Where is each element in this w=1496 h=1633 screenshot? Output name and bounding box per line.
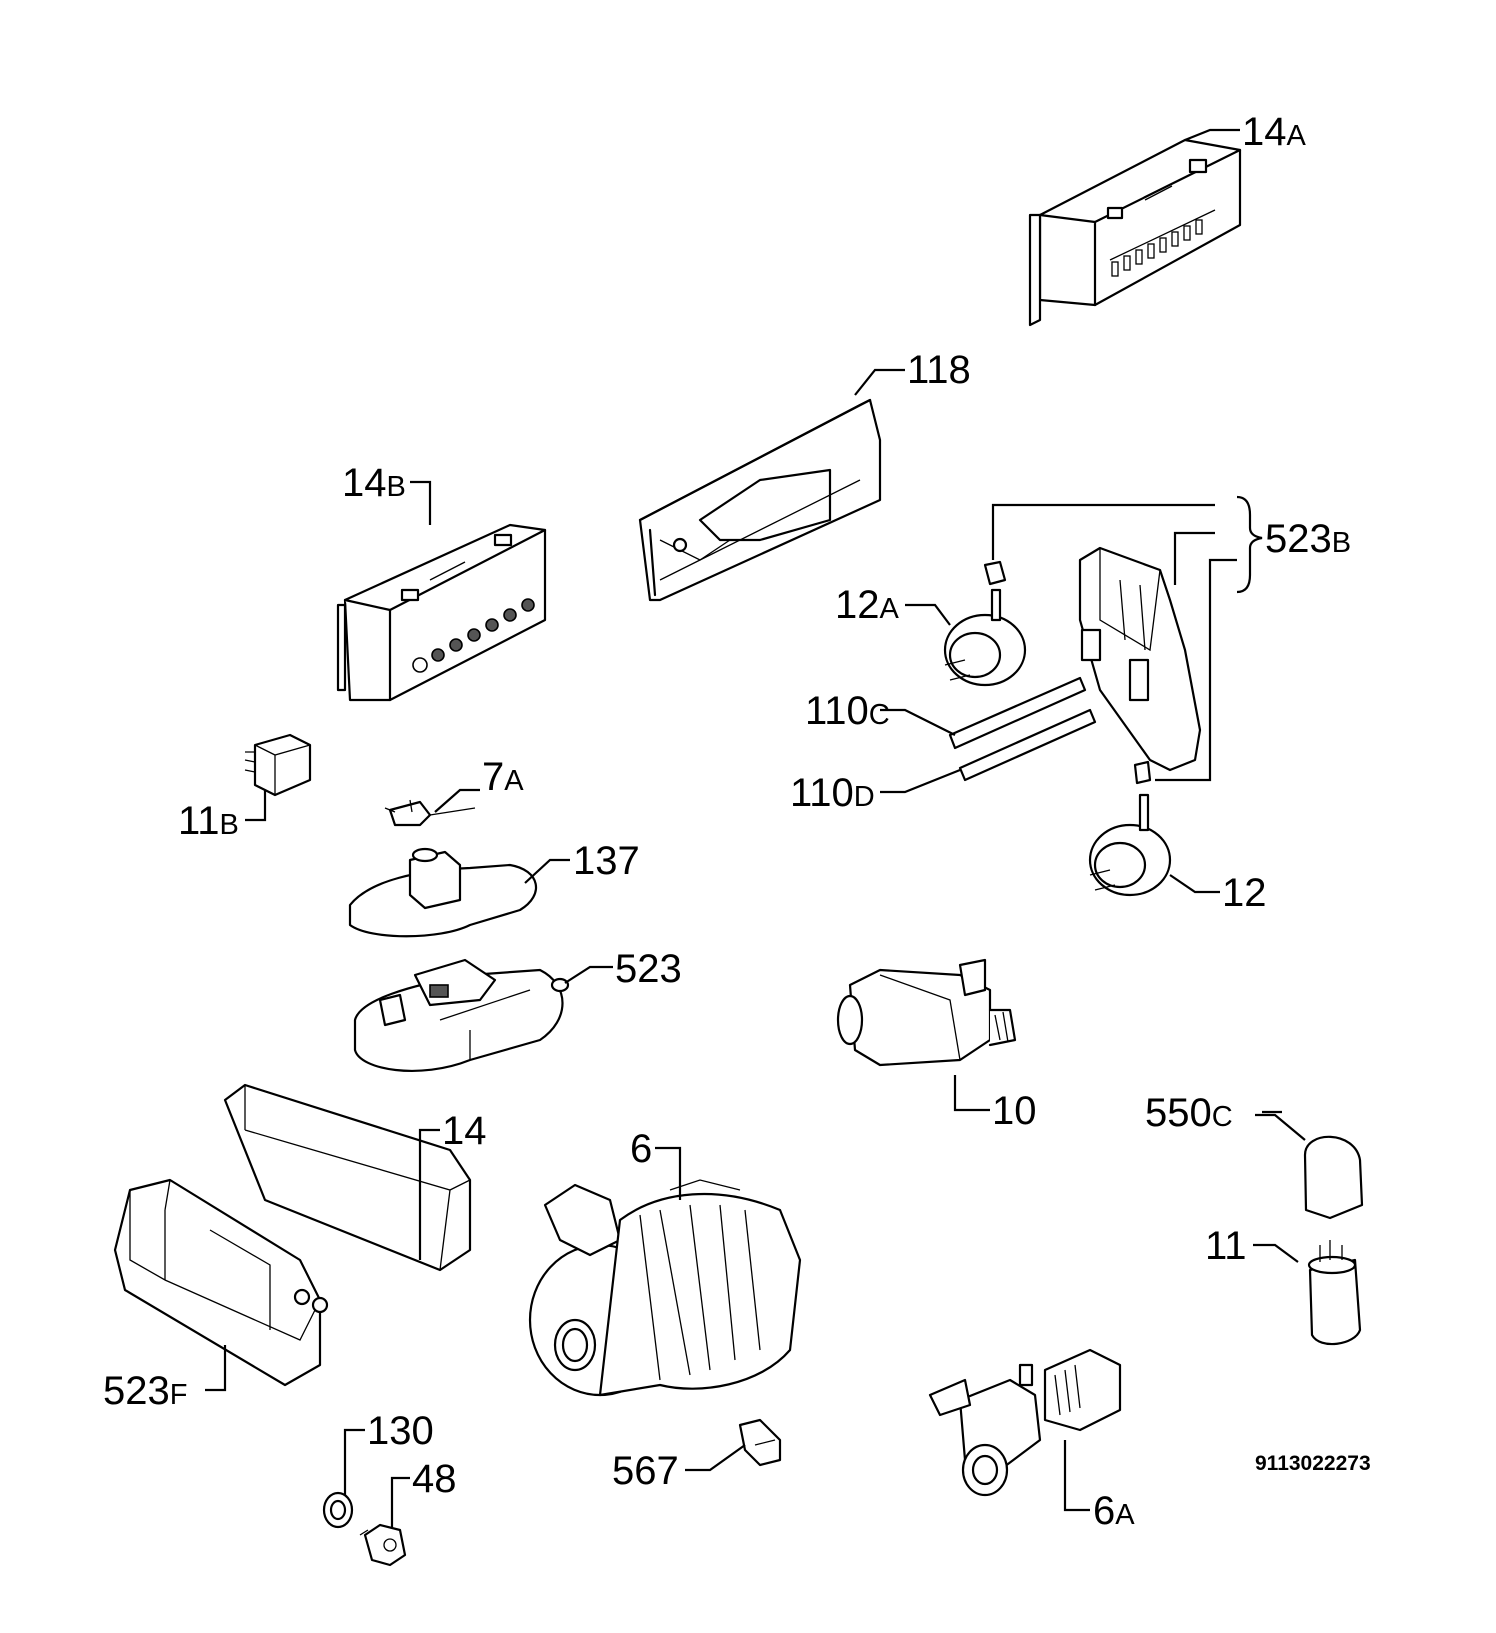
leader-lines — [205, 128, 1306, 1528]
label-550c: 550C — [1145, 1091, 1233, 1135]
label-118: 118 — [907, 348, 971, 392]
label-110c: 110C — [805, 689, 890, 733]
label-6: 6 — [630, 1127, 652, 1171]
label-14: 14 — [442, 1109, 487, 1153]
label-14b: 14B — [342, 461, 406, 505]
part-11-capacitor — [1307, 1240, 1362, 1346]
label-567: 567 — [612, 1449, 679, 1493]
part-7a-switch — [384, 799, 476, 827]
part-567-clip — [738, 1418, 782, 1467]
part-10-flow-element — [836, 958, 1017, 1067]
part-14-panel-strip — [223, 1083, 472, 1272]
label-523b: 523B — [1265, 517, 1351, 561]
part-11b-relay — [244, 733, 312, 797]
part-523f-bracket — [113, 1178, 329, 1387]
label-10: 10 — [992, 1089, 1037, 1133]
part-12a-pressure-switch — [943, 588, 1027, 687]
part-110c-hose — [948, 676, 1087, 750]
label-12a: 12A — [835, 583, 900, 627]
part-137-cover — [348, 847, 538, 938]
part-6a-drain-pump — [928, 1348, 1122, 1497]
label-6a: 6A — [1093, 1489, 1135, 1533]
part-14a-electronic-module — [1028, 138, 1242, 327]
label-11: 11 — [1205, 1224, 1247, 1268]
label-137: 137 — [573, 839, 640, 883]
part-14b-electronic-module — [336, 523, 547, 702]
drawing-code: 9113022273 — [1255, 1452, 1371, 1475]
label-130: 130 — [367, 1409, 434, 1453]
label-48: 48 — [412, 1457, 457, 1501]
part-130-ring — [322, 1491, 354, 1529]
part-523b-nozzle-top — [983, 560, 1007, 586]
label-523f: 523F — [103, 1369, 187, 1413]
part-523-housing — [353, 958, 570, 1072]
label-110d: 110D — [790, 771, 875, 815]
part-523b-nozzle-bottom — [1133, 760, 1152, 785]
label-523: 523 — [615, 947, 682, 991]
part-110d-hose — [958, 708, 1097, 782]
part-550c-cap — [1303, 1135, 1364, 1220]
label-14a: 14A — [1242, 110, 1307, 154]
part-523b-support-bracket — [1078, 546, 1202, 772]
label-11b: 11B — [178, 799, 239, 843]
part-12-pressure-switch — [1088, 793, 1172, 897]
label-7a: 7A — [482, 755, 524, 799]
part-6-pump-motor — [528, 1179, 802, 1397]
part-118-control-housing — [638, 398, 882, 602]
part-48-plug — [359, 1523, 407, 1567]
label-12: 12 — [1222, 871, 1267, 915]
